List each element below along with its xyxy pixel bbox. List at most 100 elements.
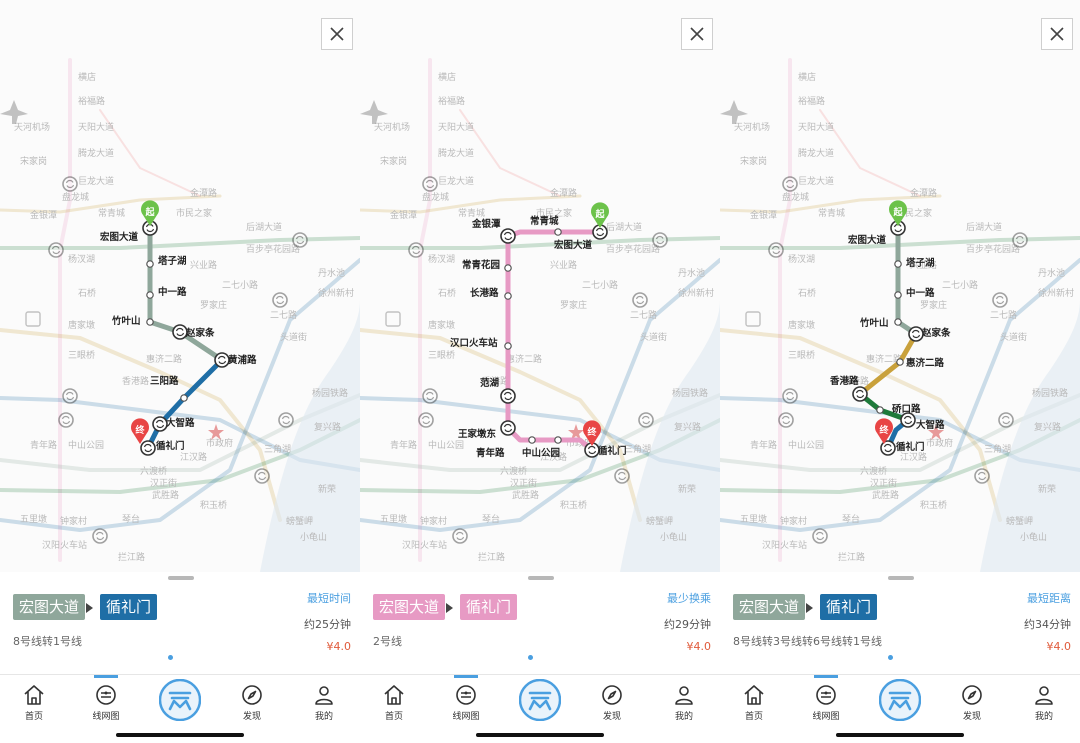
drag-handle[interactable] <box>888 576 914 580</box>
close-button[interactable] <box>1041 18 1073 50</box>
map-station-label: 积玉桥 <box>200 499 227 511</box>
line-summary: 8号线转3号线转6号线转1号线 <box>733 635 882 648</box>
tab-home[interactable]: 首页 <box>12 683 56 722</box>
map-station-label: 小龟山 <box>1020 531 1047 543</box>
subway-map[interactable]: 横店裕福路天阳大道腾龙大道巨龙大道盘龙城宋家岗天河机场后湖大道百步亭花园路兴业路… <box>360 0 720 572</box>
route-station[interactable] <box>894 291 902 299</box>
route-strategy[interactable]: 最短时间 <box>307 592 351 605</box>
user-icon <box>675 686 693 705</box>
start-badge-text: 起 <box>144 206 155 218</box>
route-station-label: 循礼门 <box>896 441 925 453</box>
route-station[interactable] <box>146 260 154 268</box>
tab-label: 首页 <box>384 712 403 722</box>
map-station-label: 金银潭 <box>390 209 417 221</box>
tab-profile[interactable]: 我的 <box>662 683 706 722</box>
route-station[interactable] <box>504 342 512 350</box>
map-station-label: 头道街 <box>280 331 307 343</box>
metro-logo-icon[interactable] <box>519 679 561 721</box>
close-button[interactable] <box>321 18 353 50</box>
arrow-right-icon <box>446 603 453 613</box>
map-station-label: 丹水池 <box>678 267 705 279</box>
bg-line-6 <box>360 236 720 250</box>
drag-handle[interactable] <box>528 576 554 580</box>
map-station-label: 石桥 <box>78 287 96 299</box>
close-button[interactable] <box>681 18 713 50</box>
bg-line-3 <box>720 328 1002 522</box>
map-station-label: 头道街 <box>1000 331 1027 343</box>
transfer-icon <box>62 176 78 192</box>
tab-profile[interactable]: 我的 <box>1022 683 1066 722</box>
subway-map[interactable]: 横店裕福路天阳大道腾龙大道巨龙大道盘龙城宋家岗天河机场后湖大道百步亭花园路兴业路… <box>720 0 1080 572</box>
route-station[interactable] <box>504 264 512 272</box>
tab-discover[interactable]: 发现 <box>230 683 274 722</box>
route-station-label: 赵家条 <box>185 327 215 339</box>
tab-discover[interactable]: 发现 <box>590 683 634 722</box>
tab-profile[interactable]: 我的 <box>302 683 346 722</box>
map-station-label: 江汉路 <box>180 451 207 463</box>
map-station-label: 拦江路 <box>838 551 865 563</box>
route-strategy[interactable]: 最少换乘 <box>667 592 711 605</box>
route-station[interactable] <box>894 318 902 326</box>
tab-network-map[interactable]: 线网图 <box>84 683 128 722</box>
start-badge: 起 <box>141 200 160 226</box>
route-station[interactable] <box>896 358 904 366</box>
transfer-icon <box>422 388 438 404</box>
route-station-label: 循礼门 <box>598 445 627 457</box>
tab-discover[interactable]: 发现 <box>950 683 994 722</box>
tab-label: 发现 <box>242 712 261 722</box>
map-station-label: 市民之家 <box>176 207 212 219</box>
route-station[interactable] <box>554 436 562 444</box>
map-station-label: 宋家岗 <box>740 155 767 167</box>
map-station-label: 裕福路 <box>798 95 825 107</box>
home-icon <box>744 685 764 705</box>
map-station-label: 青年路 <box>750 439 777 451</box>
route-station[interactable] <box>528 436 536 444</box>
route-station[interactable] <box>180 394 188 402</box>
route-station[interactable] <box>504 292 512 300</box>
map-station-label: 杨园铁路 <box>312 387 348 399</box>
tab-home[interactable]: 首页 <box>372 683 416 722</box>
route-station-label: 三阳路 <box>150 375 179 387</box>
tab-network-map[interactable]: 线网图 <box>804 683 848 722</box>
river <box>620 300 720 572</box>
route-summary-card[interactable]: 宏图大道 循礼门 最少换乘 约29分钟 2号线 ¥4.0 <box>360 582 720 674</box>
transfer-icon <box>152 416 168 432</box>
transfer-icon <box>172 324 188 340</box>
map-station-label: 青年路 <box>30 439 57 451</box>
transfer-icon <box>254 468 270 484</box>
tab-label: 首页 <box>744 712 763 722</box>
map-station-label: 六渡桥 <box>500 465 527 477</box>
route-summary-card[interactable]: 宏图大道 循礼门 最短距离 约34分钟 8号线转3号线转6号线转1号线 ¥4.0 <box>720 582 1080 674</box>
map-station-label: 六渡桥 <box>140 465 167 477</box>
subway-map[interactable]: 横店裕福路天阳大道腾龙大道巨龙大道盘龙城宋家岗天河机场后湖大道百步亭花园路兴业路… <box>0 0 360 572</box>
route-station-label: 香港路 <box>829 375 859 387</box>
line-summary: 2号线 <box>373 635 402 648</box>
route-station[interactable] <box>876 406 884 414</box>
route-station[interactable] <box>554 228 562 236</box>
map-station-label: 石桥 <box>438 287 456 299</box>
route-station-label: 黄浦路 <box>228 354 257 366</box>
route-station-label: 常青花园 <box>462 259 500 271</box>
tab-home[interactable]: 首页 <box>732 683 776 722</box>
map-station-label: 巨龙大道 <box>438 175 474 187</box>
metro-logo-icon[interactable] <box>879 679 921 721</box>
metro-logo-icon[interactable] <box>159 679 201 721</box>
route-summary-card[interactable]: 宏图大道 循礼门 最短时间 约25分钟 8号线转1号线 ¥4.0 <box>0 582 360 674</box>
tab-network-map[interactable]: 线网图 <box>444 683 488 722</box>
transfer-icon <box>48 242 64 258</box>
map-station-label: 腾龙大道 <box>438 147 474 159</box>
route-station[interactable] <box>894 260 902 268</box>
map-station-label: 五里墩 <box>380 513 407 525</box>
start-badge-text: 起 <box>594 208 605 220</box>
map-station-label: 汉正街 <box>510 477 537 489</box>
route-station[interactable] <box>146 291 154 299</box>
route-strategy[interactable]: 最短距离 <box>1027 592 1071 605</box>
route-station-label: 中一路 <box>906 287 935 299</box>
transfer-icon <box>614 468 630 484</box>
bg-line-s1 <box>0 194 222 214</box>
map-station-label: 后湖大道 <box>966 221 1002 233</box>
drag-handle[interactable] <box>168 576 194 580</box>
map-station-label: 香港路 <box>842 375 869 387</box>
route-station[interactable] <box>146 318 154 326</box>
route-station-label: 循礼门 <box>156 440 185 452</box>
